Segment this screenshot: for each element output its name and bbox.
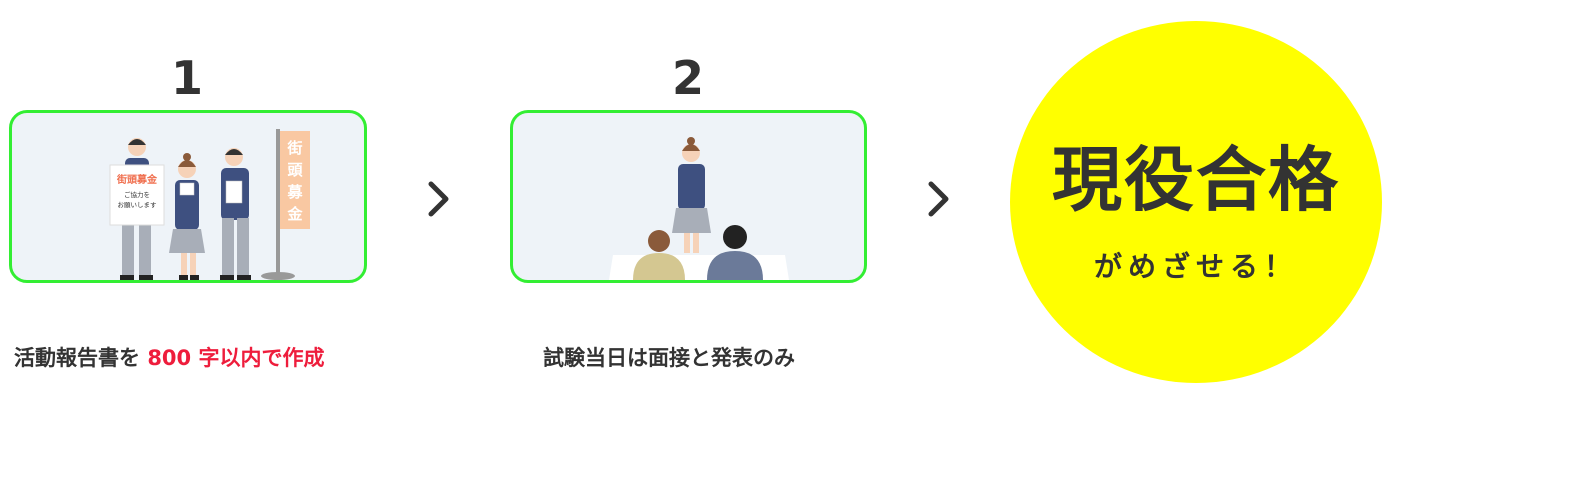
interview-illustration	[609, 137, 789, 280]
interviewer-2-figure	[707, 225, 763, 280]
fundraising-banner	[280, 131, 310, 229]
banner-char-1: 街	[286, 139, 302, 157]
step-1-number: 1	[170, 51, 203, 105]
banner-char-4: 金	[286, 205, 303, 223]
chevron-right-icon	[428, 181, 449, 217]
banner-char-3: 募	[286, 183, 303, 201]
banner-char-2: 頭	[287, 161, 303, 179]
sign-title-text: 街頭募金	[116, 173, 158, 186]
donation-sign-board	[109, 164, 165, 226]
result-circle: 現役合格 がめざせる！	[1010, 21, 1382, 383]
girl-with-donation-box-figure	[169, 153, 205, 280]
sign-line-2-text: お願いします	[118, 201, 158, 209]
boy-with-document-figure	[220, 148, 251, 280]
presenter-figure	[672, 137, 711, 253]
result-subtitle: がめざせる！	[1093, 250, 1298, 283]
step-2-number: 2	[671, 51, 704, 105]
sign-line-1-text: ご協力を	[124, 190, 150, 199]
result-title: 現役合格	[1052, 139, 1340, 221]
step-1-caption-highlight: 800 字以内で作成	[147, 346, 325, 370]
banner-pole-base	[261, 272, 295, 280]
banner-pole	[276, 129, 280, 275]
street-fundraising-illustration: 街頭募金 ご協力を お願いします	[109, 129, 310, 280]
interviewer-1-figure	[633, 230, 685, 280]
step-1-caption-text: 活動報告書を	[14, 346, 148, 370]
chevron-right-icon	[928, 181, 949, 217]
step-1-caption: 活動報告書を 800 字以内で作成	[14, 348, 324, 369]
step-2-illustration-card	[510, 110, 867, 283]
step-2-caption: 試験当日は面接と発表のみ	[543, 346, 795, 370]
step-1-illustration-card: 街頭募金 ご協力を お願いします	[9, 110, 367, 283]
